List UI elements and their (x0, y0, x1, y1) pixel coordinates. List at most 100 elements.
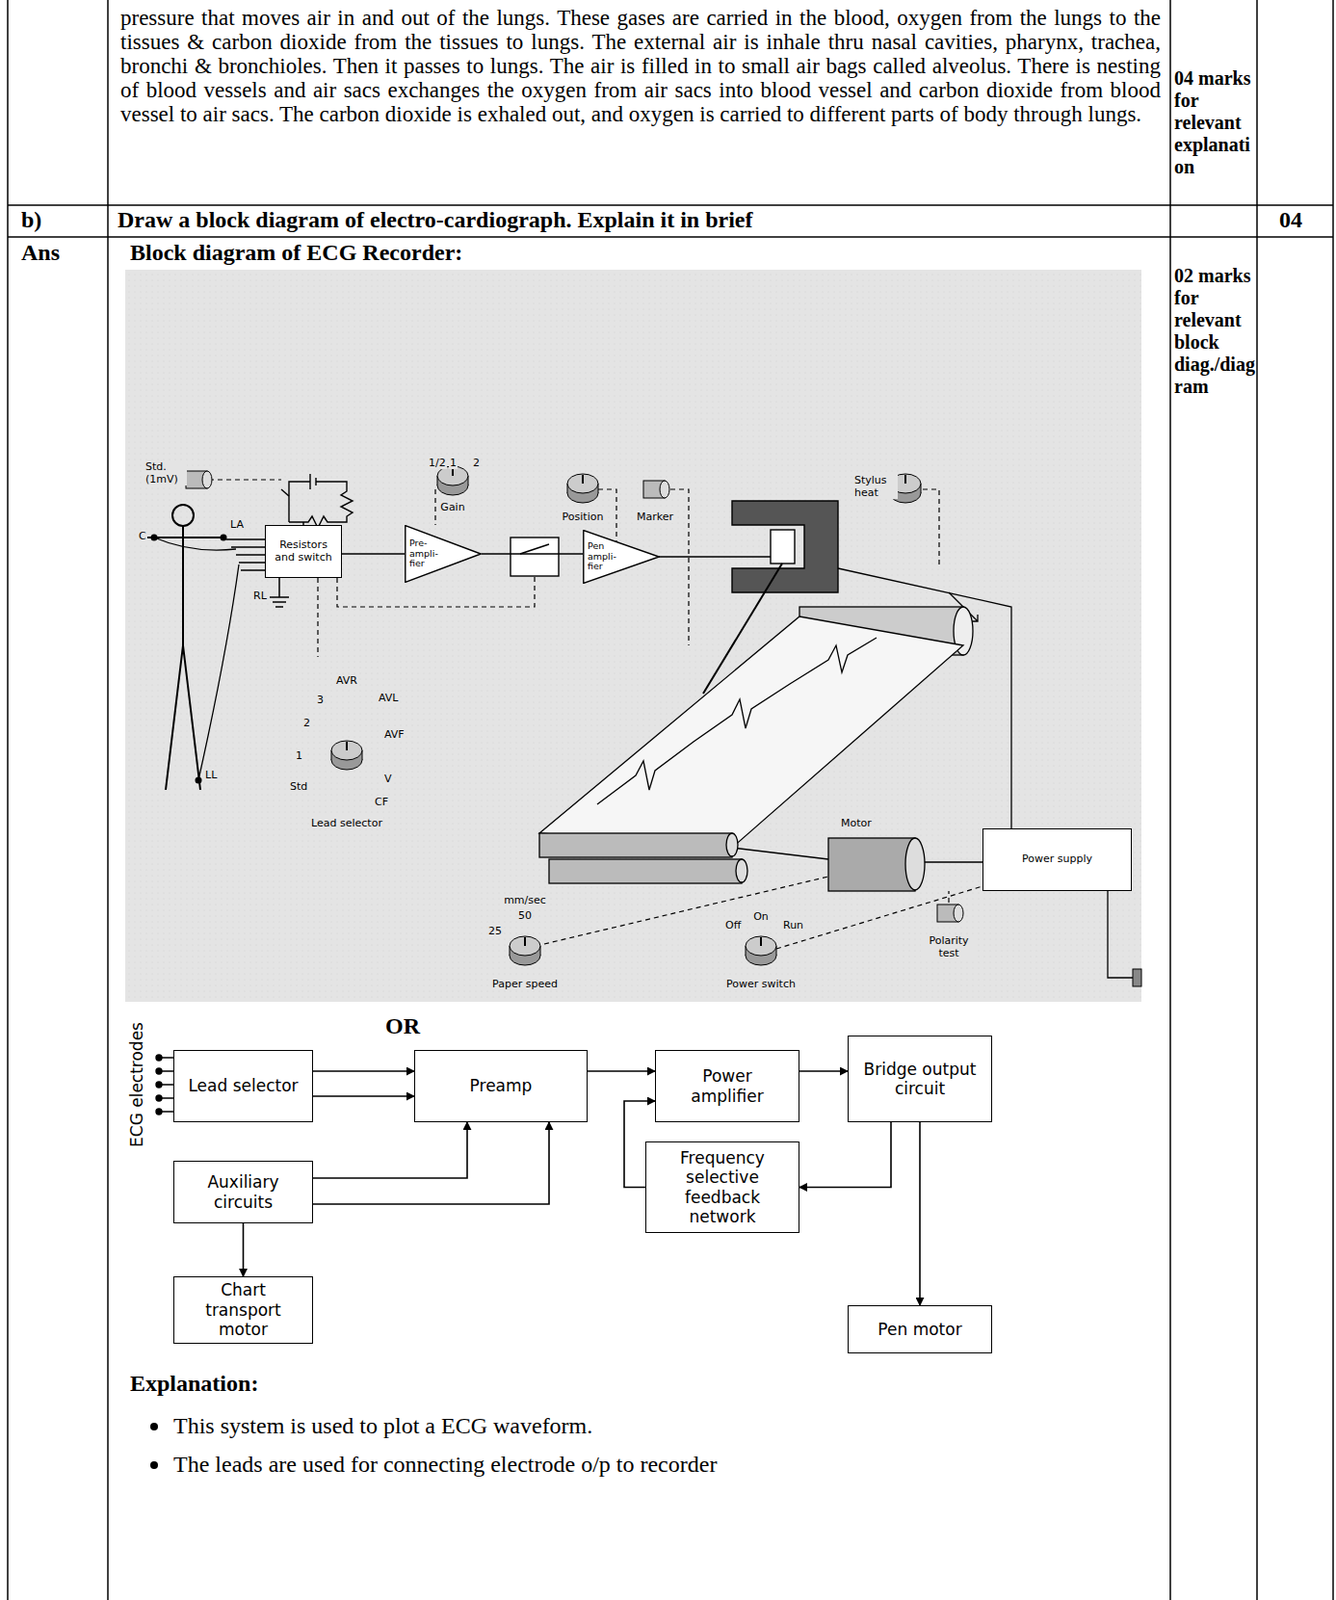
chart-motor (828, 838, 916, 891)
selector-switch (510, 537, 559, 577)
part-label: Std. (1mV) (144, 460, 187, 486)
chart-motor (905, 838, 925, 891)
process-box: Auxiliary circuits (173, 1160, 314, 1224)
lead-cable (198, 564, 239, 781)
part-label: RL (252, 589, 268, 603)
table-line (1169, 0, 1172, 1600)
control-knob (509, 936, 541, 966)
box-label: Preamp (470, 1075, 533, 1096)
power-plug (1132, 969, 1142, 987)
box-label: Pen ampli- fier (587, 541, 623, 572)
connector (587, 1070, 655, 1073)
control-knob (937, 904, 964, 922)
illustration-ground (125, 269, 1142, 1002)
paper-roller (549, 859, 742, 884)
part-label: 3 (315, 693, 325, 707)
connector (799, 1070, 848, 1073)
control-knob (185, 466, 964, 966)
part-label: 1 (294, 749, 304, 762)
process-box: Preamp (414, 1049, 588, 1123)
table-line (7, 235, 1334, 238)
control-link (434, 489, 436, 525)
part-label: CF (373, 795, 390, 809)
paper-roller (726, 833, 738, 857)
part-label: 25 (487, 924, 503, 938)
patient-figure (144, 525, 227, 790)
control-link (209, 478, 282, 480)
marks-note: 02 marks for relevant block diag./diag r… (1174, 264, 1259, 398)
amplifier-outline (405, 525, 481, 583)
heading-text: b) (21, 207, 42, 234)
connector (799, 1122, 891, 1188)
control-knob (185, 471, 212, 489)
table-line (1332, 0, 1335, 1600)
part-label: On (752, 910, 770, 923)
lead-cable (154, 537, 265, 781)
recorder-wiring (924, 861, 983, 863)
process-box: Chart transport motor (173, 1276, 314, 1344)
power-plug (1132, 969, 1142, 987)
ground-symbol (269, 577, 289, 607)
connector (242, 1223, 245, 1277)
part-label: Polarity test (920, 934, 977, 960)
connector (481, 552, 583, 555)
paper-roller (597, 637, 877, 805)
part-label: Std (288, 780, 309, 793)
table-line (1256, 0, 1258, 1600)
recorder-wiring (732, 847, 829, 860)
process-box: Power amplifier (654, 1049, 800, 1123)
part-label: AVL (377, 691, 399, 705)
amplifier-outline (583, 530, 659, 584)
part-label: 1 (448, 456, 458, 470)
amplifier-triangle: Pen ampli- fier (582, 529, 660, 584)
electrode-input (158, 1057, 174, 1112)
connector (341, 552, 405, 555)
illustration-ground (125, 269, 1142, 1002)
bullet (150, 1422, 158, 1431)
calibration-circuit (281, 489, 289, 497)
box-label: Bridge output circuit (856, 1059, 984, 1100)
heading-text: 04 (1279, 207, 1303, 234)
heading-text: Draw a block diagram of electro-cardiogr… (117, 207, 754, 234)
paper-roller (539, 616, 964, 848)
control-knob (331, 740, 363, 770)
chart-motor (828, 838, 925, 891)
process-box: Lead selector (173, 1049, 314, 1123)
illustration-box: Power supply (982, 828, 1132, 891)
galvanometer-magnet (770, 529, 795, 564)
connector (313, 1070, 415, 1073)
galvanometer-magnet (654, 555, 771, 557)
connector (313, 1095, 415, 1098)
box-label: Pen motor (877, 1319, 962, 1339)
part-label: Off (724, 918, 742, 932)
calibration-circuit (281, 473, 353, 528)
ground-symbol (269, 596, 289, 599)
galvanometer-magnet (732, 500, 839, 593)
box-label: Frequency selective feedback network (654, 1148, 791, 1228)
part-label: Paper speed (491, 977, 559, 991)
electrode-input (156, 1054, 174, 1115)
part-label: LL (204, 768, 218, 782)
paper-roller (539, 833, 733, 858)
part-label: mm/sec (502, 893, 548, 907)
process-box: Bridge output circuit (847, 1035, 993, 1123)
paper-roller (735, 859, 748, 883)
calibration-circuit (288, 473, 353, 528)
lead-cable (226, 539, 265, 571)
part-label: 2 (302, 716, 312, 730)
marks-note: 04 marks for relevant explanati on (1174, 67, 1259, 179)
connector (918, 1122, 921, 1306)
patient-figure (172, 504, 194, 526)
heading-text: Block diagram of ECG Recorder: (130, 239, 463, 266)
box-label: Auxiliary circuits (182, 1172, 305, 1212)
part-label: Run (782, 918, 805, 932)
control-link (316, 577, 318, 657)
control-link (337, 576, 535, 607)
electrode (220, 534, 228, 542)
process-box: Pen motor (847, 1305, 993, 1354)
control-knob (437, 466, 469, 496)
control-knob (643, 480, 670, 498)
table-line (6, 0, 9, 1600)
table-line (106, 0, 109, 1600)
control-link (209, 479, 983, 949)
